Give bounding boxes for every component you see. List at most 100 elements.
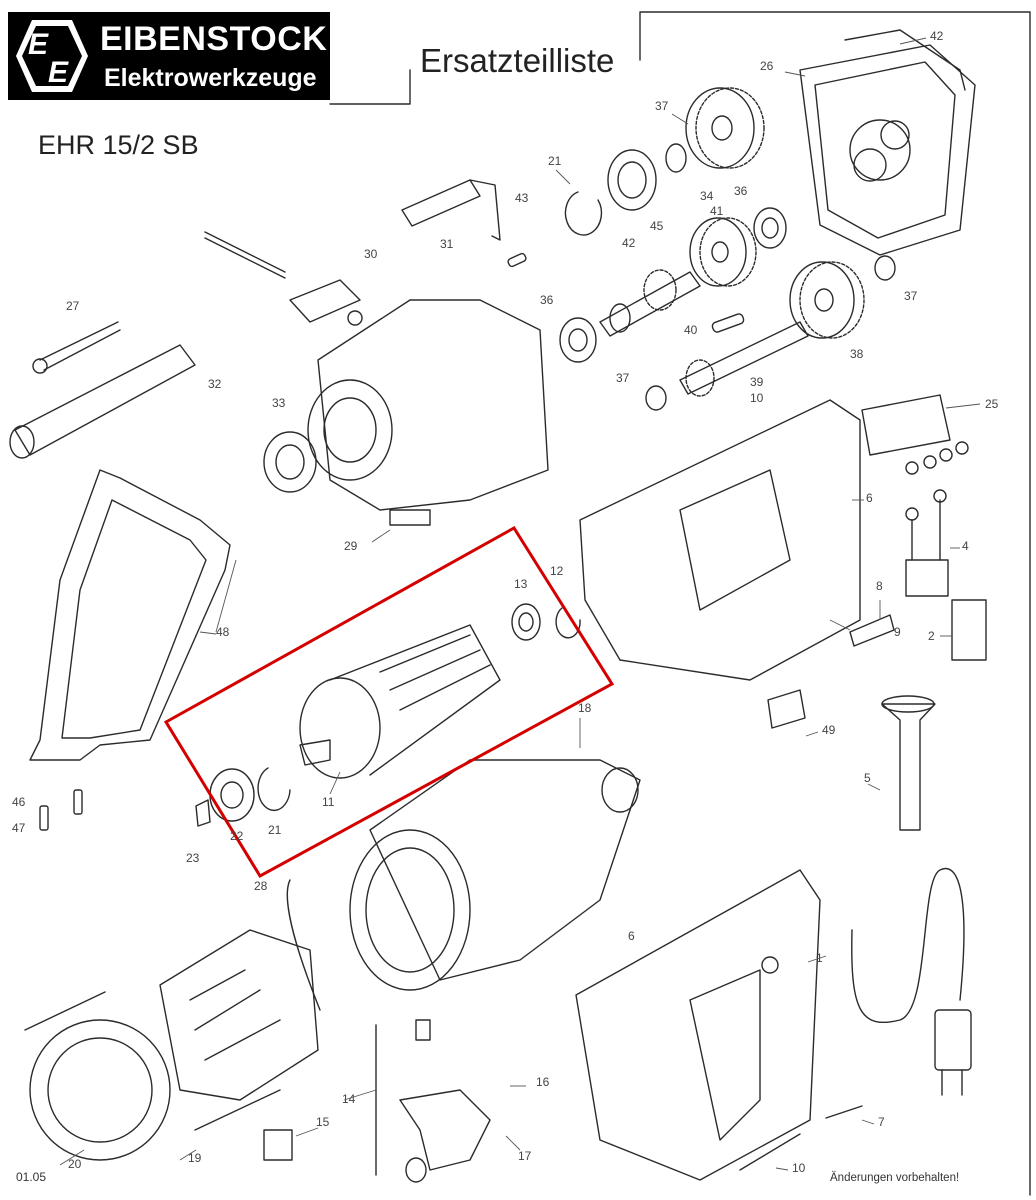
pin-44-part xyxy=(507,252,527,268)
bearing-33-part xyxy=(263,431,317,493)
bearing-13-part xyxy=(511,603,541,641)
eibenstock-logo-icon: E E xyxy=(16,20,88,92)
part-label: 41 xyxy=(710,204,724,218)
capacitor-4-part xyxy=(905,489,949,597)
part-label: 34 xyxy=(700,189,714,203)
part-label: 31 xyxy=(440,237,454,251)
field-coil-28-part xyxy=(159,879,321,1101)
power-cable-1-part xyxy=(851,867,972,1096)
side-handle-46-part xyxy=(29,469,231,761)
switch-25-part xyxy=(861,394,969,475)
part-label: 12 xyxy=(550,564,564,578)
handle-shell-6-part xyxy=(575,869,821,1181)
screws-47-48-part xyxy=(39,789,83,831)
gear-41-part xyxy=(689,217,757,287)
bearing-36-upper-part xyxy=(753,207,787,249)
part-label: 9 xyxy=(894,625,901,639)
part-label: 7 xyxy=(878,1115,885,1129)
shaft-39-part xyxy=(679,321,809,397)
part-label: 27 xyxy=(66,299,80,313)
brush-15-part xyxy=(263,1129,293,1161)
part-label: 22 xyxy=(230,829,244,843)
linkage-30-part xyxy=(204,231,363,326)
part-label: 21 xyxy=(548,154,562,168)
part-label: 18 xyxy=(578,701,592,715)
part-label: 11 xyxy=(322,795,335,809)
part-label: 36 xyxy=(734,184,748,198)
brush-block-2-part xyxy=(951,599,987,661)
motor-housing-6-part xyxy=(579,399,861,681)
part-label: 21 xyxy=(268,823,282,837)
circlip-21-lower-part xyxy=(257,767,291,812)
circlip-21-upper-part xyxy=(564,191,603,236)
part-label: 33 xyxy=(272,396,286,410)
screw-7-part xyxy=(825,1105,863,1119)
header-frame-right xyxy=(639,11,1031,1196)
header-frame-left xyxy=(329,69,411,105)
motor-housing-18-part xyxy=(349,759,641,991)
part-label: 16 xyxy=(536,1075,550,1089)
part-label: 48 xyxy=(216,625,230,639)
bearing-45-part xyxy=(607,143,687,211)
bushing-37-upper-part xyxy=(874,255,896,281)
model-name: EHR 15/2 SB xyxy=(38,130,199,160)
part-label: 26 xyxy=(760,59,774,73)
shaft-42-part xyxy=(599,269,701,337)
part-label: 28 xyxy=(254,879,268,893)
part-label: 17 xyxy=(518,1149,532,1163)
screw-19a-part xyxy=(24,991,106,1031)
svg-text:E: E xyxy=(28,28,49,61)
part-label: 36 xyxy=(540,293,554,307)
part-label: 19 xyxy=(188,1151,202,1165)
armature-11-part xyxy=(299,624,501,779)
armature-highlight-box xyxy=(163,525,615,879)
fan-ring-20-part xyxy=(29,1019,171,1161)
clip-23-part xyxy=(195,799,211,827)
part-label: 42 xyxy=(622,236,636,250)
gearbox-cover-part xyxy=(799,29,976,256)
screw-27-part xyxy=(32,321,121,374)
part-label: 10 xyxy=(792,1161,806,1175)
part-label: 6 xyxy=(866,491,873,505)
part-label: 23 xyxy=(186,851,200,865)
bushing-37-lower-part xyxy=(645,385,667,411)
screw-10-part xyxy=(739,1133,801,1171)
part-label: 47 xyxy=(12,821,26,835)
brand-subtitle: Elektrowerkzeuge xyxy=(104,64,317,92)
nut-49-part xyxy=(767,689,806,729)
part-label: 49 xyxy=(822,723,836,737)
part-label: 14 xyxy=(342,1092,356,1106)
svg-text:E: E xyxy=(48,56,69,89)
part-label: 8 xyxy=(876,579,883,593)
document-title: Ersatzteilliste xyxy=(420,42,615,79)
part-label: 25 xyxy=(985,397,999,411)
clamp-8-part xyxy=(849,614,895,647)
part-label: 46 xyxy=(12,795,26,809)
part-label: 37 xyxy=(616,371,630,385)
gear-35-part xyxy=(685,87,765,169)
part-label: 5 xyxy=(864,771,871,785)
part-label: 15 xyxy=(316,1115,330,1129)
brush-holder-14-part xyxy=(375,1019,491,1183)
part-label: 38 xyxy=(850,347,864,361)
bearing-22-part xyxy=(209,768,255,822)
part-label: 6 xyxy=(628,929,635,943)
key-40-part xyxy=(711,313,745,333)
part-label: 20 xyxy=(68,1157,82,1171)
brand-header: E E EIBENSTOCK Elektrowerkzeuge xyxy=(8,12,330,100)
cable-sleeve-5-part xyxy=(881,695,936,831)
bearing-36-lower-part xyxy=(559,317,597,363)
part-label: 32 xyxy=(208,377,222,391)
part-label: 29 xyxy=(344,539,358,553)
part-label: 2 xyxy=(928,629,935,643)
part-label: 37 xyxy=(655,99,669,113)
footer-date: 01.05 xyxy=(16,1170,47,1184)
part-label: 43 xyxy=(515,191,529,205)
lever-31-part xyxy=(401,179,501,241)
brand-name: EIBENSTOCK xyxy=(100,20,328,58)
part-label: 13 xyxy=(514,577,528,591)
gear-housing-29-part xyxy=(307,299,549,526)
spindle-32-part xyxy=(9,344,196,459)
